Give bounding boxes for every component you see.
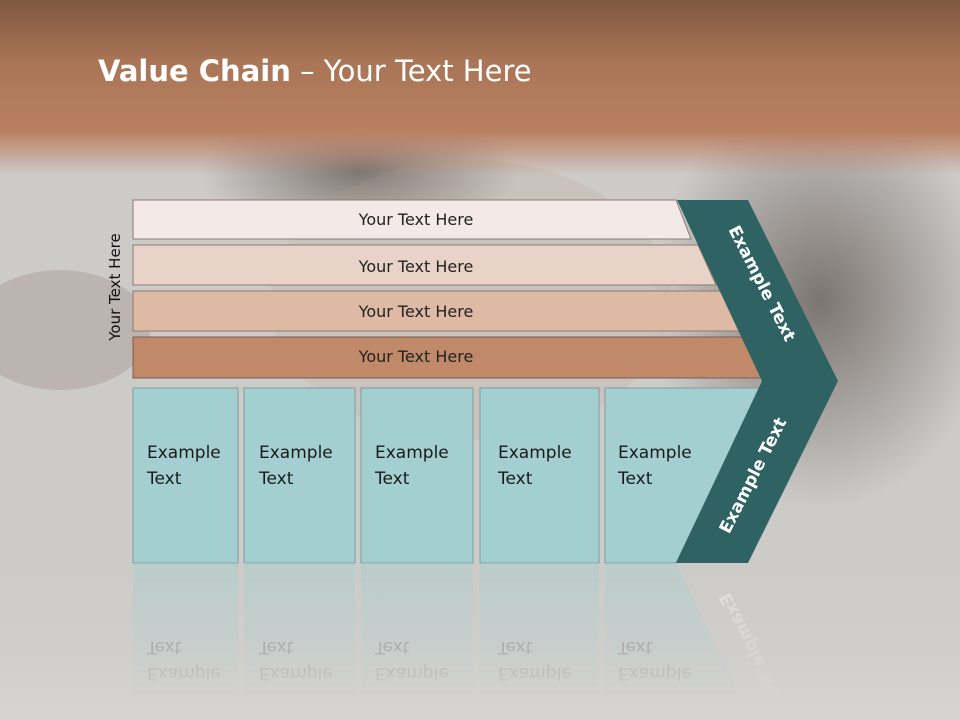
primary-cell-line2: Text	[258, 469, 294, 489]
support-bar-label: Your Text Here	[358, 302, 474, 321]
support-bar: Your Text Here	[132, 199, 692, 240]
support-bar: Your Text Here	[132, 290, 740, 332]
reflection-line1: Example	[618, 663, 692, 683]
slide-title: Value Chain – Your Text Here	[98, 54, 532, 88]
support-bar: Your Text Here	[132, 244, 717, 286]
reflection-cell	[133, 563, 238, 720]
support-bar-label: Your Text Here	[358, 210, 474, 229]
reflection-cell	[244, 563, 355, 720]
primary-cell-line1: Example	[147, 443, 221, 463]
reflection-cell-label: Example Text	[146, 637, 221, 683]
diagram-reflection: ExampleText ExampleText ExampleText Exam…	[133, 196, 838, 720]
reflection-line1: Example	[498, 663, 572, 683]
primary-cell-line1: Example	[259, 443, 333, 463]
reflection-line1: Example	[375, 663, 449, 683]
reflection-cell-label: Example Text	[617, 637, 692, 683]
primary-cell-box	[479, 387, 600, 564]
title-rest: – Your Text Here	[290, 54, 532, 88]
title-bold: Value Chain	[98, 54, 291, 88]
primary-cell-line2: Text	[146, 469, 182, 489]
primary-cell-line2: Text	[617, 469, 653, 489]
reflection-cell	[361, 563, 473, 720]
primary-cell-box	[360, 387, 474, 564]
primary-cell-line1: Example	[375, 443, 449, 463]
reflection-cell-label: Example Text	[374, 637, 449, 683]
reflection-line2: Text	[258, 637, 294, 657]
support-bar-shape	[132, 199, 692, 240]
reflection-line1: Example	[147, 663, 221, 683]
reflection-cell-label: Example Text	[497, 637, 572, 683]
support-bar: Your Text Here	[132, 336, 764, 379]
primary-cell-line1: Example	[498, 443, 572, 463]
reflection-line1: Example	[259, 663, 333, 683]
reflection-cell	[605, 563, 752, 720]
primary-cell-box	[243, 387, 356, 564]
support-bar-label: Your Text Here	[358, 347, 474, 366]
support-activity-bars: Your Text Here Your Text Here Your Text …	[132, 199, 764, 379]
reflection-line2: Text	[497, 637, 533, 657]
reflection-cell-label: Example Text	[258, 637, 333, 683]
support-bar-shape	[132, 244, 717, 286]
reflection-cell	[480, 563, 599, 720]
reflection-line2: Text	[617, 637, 653, 657]
support-bar-label: Your Text Here	[358, 257, 474, 276]
primary-cell-line1: Example	[618, 443, 692, 463]
primary-cell-line2: Text	[497, 469, 533, 489]
reflection-chevron	[676, 196, 838, 563]
reflection-line2: Text	[146, 637, 182, 657]
primary-cell-line2: Text	[374, 469, 410, 489]
primary-cell-box	[132, 387, 239, 564]
reflection-line2: Text	[374, 637, 410, 657]
